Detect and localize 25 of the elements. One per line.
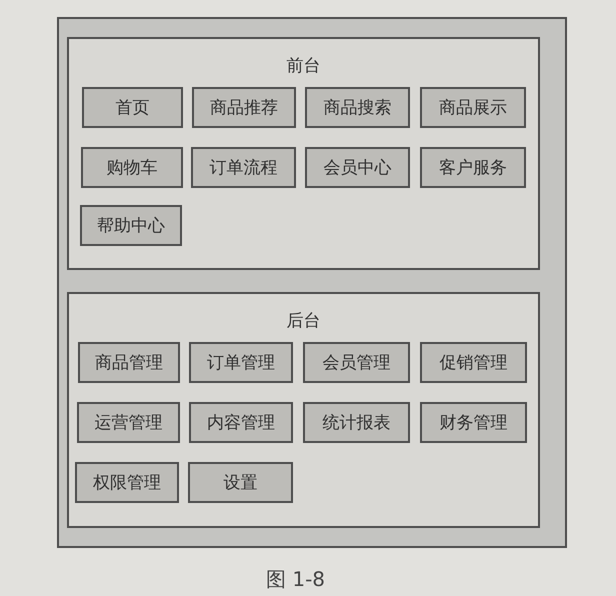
panel-title: 前台 xyxy=(286,55,320,77)
module-box: 帮助中心 xyxy=(80,205,182,246)
module-box: 运营管理 xyxy=(77,402,180,443)
section-panel xyxy=(67,292,540,528)
module-box: 商品管理 xyxy=(78,342,180,383)
module-box: 会员中心 xyxy=(305,147,410,188)
module-box: 促销管理 xyxy=(420,342,527,383)
module-box: 会员管理 xyxy=(303,342,410,383)
module-box: 首页 xyxy=(82,87,183,128)
module-box: 商品搜索 xyxy=(305,87,410,128)
module-box: 订单管理 xyxy=(189,342,293,383)
module-box: 设置 xyxy=(188,462,293,503)
outer-frame xyxy=(57,17,567,548)
module-box: 财务管理 xyxy=(420,402,527,443)
module-box: 购物车 xyxy=(81,147,183,188)
module-box: 权限管理 xyxy=(75,462,179,503)
module-box: 内容管理 xyxy=(189,402,293,443)
module-box: 商品推荐 xyxy=(192,87,296,128)
module-box: 订单流程 xyxy=(191,147,296,188)
figure-caption: 图 1-8 xyxy=(266,566,326,593)
panel-title: 后台 xyxy=(286,310,320,332)
section-panel xyxy=(67,37,540,270)
module-box: 统计报表 xyxy=(303,402,410,443)
module-box: 商品展示 xyxy=(420,87,526,128)
module-box: 客户服务 xyxy=(420,147,526,188)
